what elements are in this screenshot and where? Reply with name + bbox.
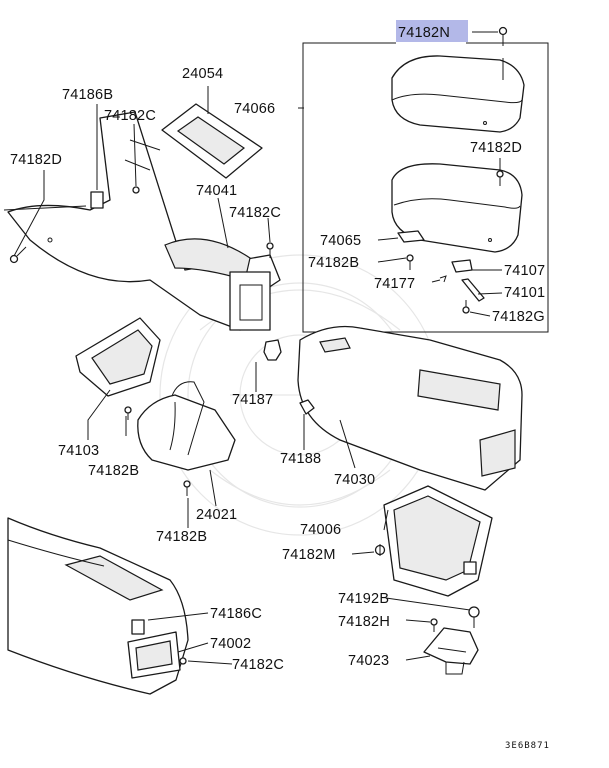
screw-74182D-left	[9, 246, 27, 264]
label-74182H: 74182H	[338, 614, 390, 630]
label-74066: 74066	[234, 101, 275, 117]
label-74186B: 74186B	[62, 87, 113, 103]
screw-74182C-mid	[266, 242, 274, 258]
screw-74182C-top	[132, 186, 140, 194]
label-74107: 74107	[504, 263, 545, 279]
hinge-74065	[397, 230, 425, 243]
knob-74187	[263, 339, 282, 361]
switch-74002	[127, 631, 181, 679]
label-74041: 74041	[196, 183, 237, 199]
clip-74186C	[131, 619, 145, 635]
armrest-lid	[391, 55, 525, 133]
clip-74188	[299, 399, 315, 415]
screw-74182M	[374, 544, 386, 556]
part-labels: 74182N 24054 74186B 74182C 74066 74182D …	[10, 25, 550, 751]
label-74182B-left: 74182B	[88, 463, 139, 479]
label-74030: 74030	[334, 472, 375, 488]
label-74186C: 74186C	[210, 606, 262, 622]
label-74023: 74023	[348, 653, 389, 669]
latch-74107	[451, 259, 473, 273]
bin-74006	[383, 485, 493, 597]
label-74182M: 74182M	[282, 547, 336, 563]
screw-74182B-box	[406, 254, 414, 270]
diagram-code: 3E6B871	[505, 741, 550, 751]
label-74182C-mid: 74182C	[229, 205, 281, 221]
screw-74182N	[498, 26, 508, 46]
label-74182N: 74182N	[398, 25, 450, 41]
bolt-74192B	[468, 606, 480, 628]
label-74065: 74065	[320, 233, 361, 249]
label-24054: 24054	[182, 66, 223, 82]
label-74188: 74188	[280, 451, 321, 467]
label-74182B-box: 74182B	[308, 255, 359, 271]
label-74101: 74101	[504, 285, 545, 301]
label-74187: 74187	[232, 392, 273, 408]
bracket-74023	[423, 627, 479, 675]
screw-74182D-box	[496, 170, 504, 186]
screw-74182C-bottom	[179, 657, 187, 665]
screw-74182B-bottom	[183, 480, 191, 496]
front-console	[7, 111, 281, 331]
screw-74182H	[430, 618, 438, 632]
label-74177: 74177	[374, 276, 415, 292]
screw-74182B-left	[124, 406, 132, 420]
clip-74186B	[90, 191, 104, 209]
label-74182C-top: 74182C	[104, 108, 156, 124]
label-74182D-left: 74182D	[10, 152, 62, 168]
label-74182D-right: 74182D	[470, 140, 522, 156]
screw-74182G	[462, 300, 470, 314]
label-74182G: 74182G	[492, 309, 545, 325]
label-highlight	[396, 20, 468, 42]
label-74182B-bottom: 74182B	[156, 529, 207, 545]
label-24021: 24021	[196, 507, 237, 523]
label-74182C-bottom: 74182C	[232, 657, 284, 673]
rear-console	[297, 325, 523, 491]
label-74002: 74002	[210, 636, 251, 652]
lever-74101	[461, 278, 485, 302]
label-74103: 74103	[58, 443, 99, 459]
label-74006: 74006	[300, 522, 341, 538]
armrest-subassembly-frame	[302, 42, 549, 333]
spring-74177	[439, 275, 447, 283]
shift-boot	[137, 381, 236, 471]
shift-bezel	[161, 103, 263, 179]
label-74192B: 74192B	[338, 591, 389, 607]
tray-74103	[75, 317, 161, 397]
leader-lines	[3, 31, 504, 665]
